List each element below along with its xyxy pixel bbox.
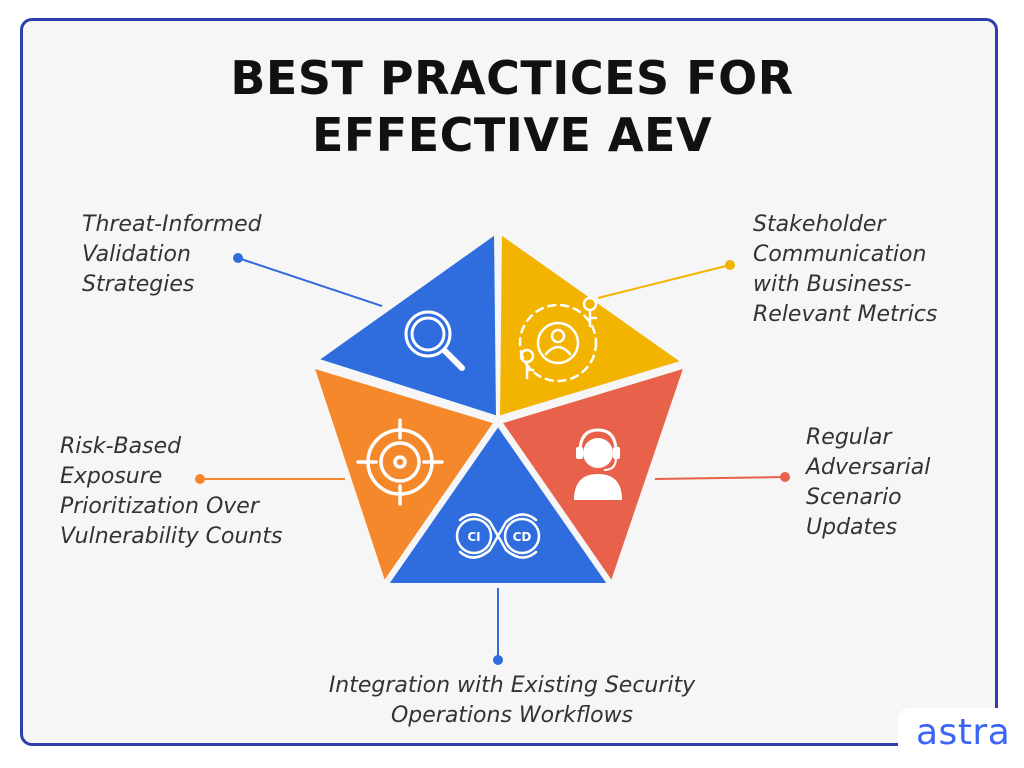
stakeholder-network-icon xyxy=(518,296,598,383)
headset-operator-icon xyxy=(574,428,622,500)
label-integration: Integration with Existing Security Opera… xyxy=(328,673,696,728)
ci-cd-loop-icon: CI CD xyxy=(455,513,541,559)
label-adversarial: Regular Adversarial Scenario Updates xyxy=(806,425,931,540)
title-line-1: BEST PRACTICES FOR xyxy=(230,51,794,105)
target-crosshair-icon xyxy=(356,418,444,506)
title-line-2: EFFECTIVE AEV xyxy=(311,108,713,162)
cd-label: CD xyxy=(513,530,532,544)
ci-label: CI xyxy=(467,530,480,544)
dot-adversarial xyxy=(780,472,790,482)
dot-risk-based xyxy=(195,474,205,484)
label-threat-informed: Threat-Informed Validation Strategies xyxy=(82,212,262,297)
brand-corner xyxy=(898,708,1024,768)
segment-integration xyxy=(384,422,612,587)
dot-integration xyxy=(493,655,503,665)
dot-threat-informed xyxy=(233,253,243,263)
astra-logo: astra xyxy=(916,712,1011,753)
connector-threat-informed xyxy=(237,257,383,307)
label-risk-based: Risk-Based Exposure Prioritization Over … xyxy=(60,434,283,549)
label-stakeholder: Stakeholder Communication with Business-… xyxy=(753,212,938,327)
magnifier-icon xyxy=(404,310,465,371)
segment-risk-based xyxy=(310,364,498,586)
dot-stakeholder xyxy=(725,260,735,270)
connector-adversarial xyxy=(654,476,786,480)
connector-stakeholder xyxy=(597,264,731,299)
